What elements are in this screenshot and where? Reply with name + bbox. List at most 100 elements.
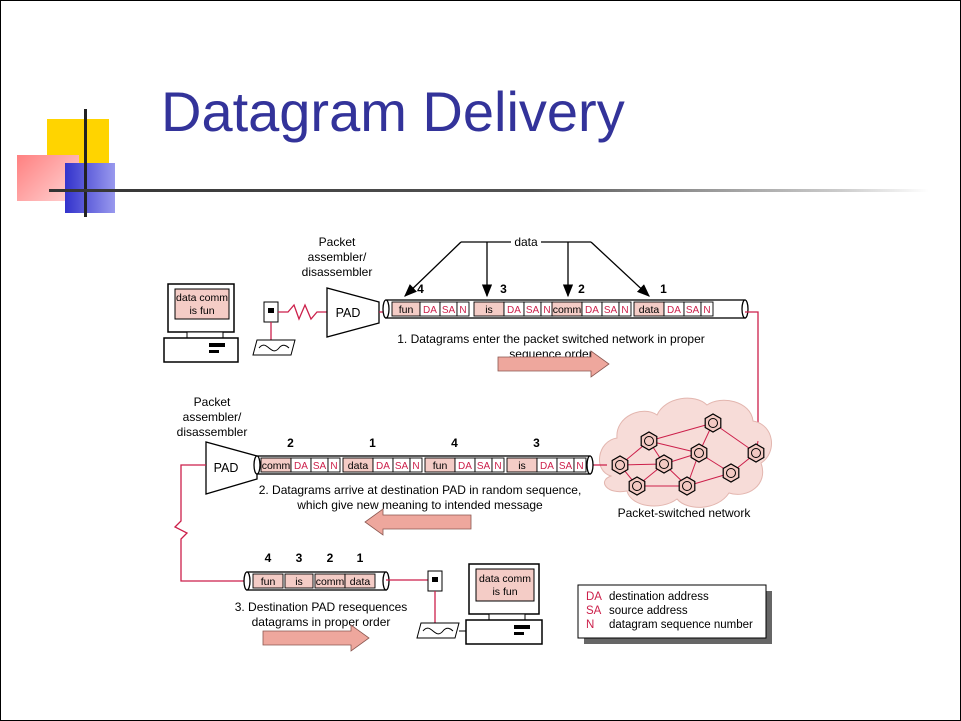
packet-field-da: DA: [423, 305, 437, 316]
packet-field-cell: [573, 457, 587, 473]
destination-computer-icon: [465, 563, 543, 645]
source-terminal-line-1: data comm: [176, 292, 228, 304]
packet-data-cell: [284, 573, 314, 589]
pipe-end-left: [243, 571, 251, 591]
data-label: data: [514, 235, 538, 249]
packet-data-cell: [344, 573, 376, 589]
pad-caption-top-2: assembler/: [308, 250, 367, 264]
packet-word: comm: [553, 304, 582, 316]
network-node-icon: [690, 443, 708, 463]
destination-modem-icon: [416, 570, 460, 639]
network-node-icon: [722, 463, 740, 483]
packet-sequence-number: 2: [327, 551, 334, 565]
packet-field-n: N: [459, 305, 466, 316]
row2-caption-line-2: which give new meaning to intended messa…: [296, 498, 543, 512]
packet-word: comm: [262, 460, 291, 472]
network-node-ring: [694, 448, 704, 458]
packet-field-sa: SA: [442, 305, 456, 316]
data-arrows: [404, 241, 650, 298]
packet-word: fun: [399, 304, 414, 316]
row3-caption-line-1: 3. Destination PAD resequences: [235, 600, 408, 614]
packet-word: fun: [433, 460, 448, 472]
destination-terminal-line-1: data comm: [479, 573, 531, 585]
network-node-ring: [726, 468, 736, 478]
packet-word: data: [639, 304, 660, 316]
pad-caption-mid-1: Packet: [194, 395, 231, 409]
network-node-icon: [611, 455, 629, 475]
row1-direction-arrow: [497, 350, 610, 378]
packet-field-cell: [409, 457, 423, 473]
row2-direction-arrow: [364, 508, 472, 536]
packet-field-cell: [618, 301, 632, 317]
packet-field-da: DA: [585, 305, 599, 316]
network-node-icon: [747, 443, 765, 463]
packet-sequence-number: 1: [357, 551, 364, 565]
network-node-icon: [704, 413, 722, 433]
source-pad-icon: [326, 287, 380, 338]
network-label: Packet-switched network: [618, 506, 752, 520]
legend-abbr: N: [586, 619, 594, 631]
network-node-ring: [632, 481, 642, 491]
pad-caption-top-1: Packet: [319, 235, 356, 249]
packet-sequence-number: 3: [500, 282, 507, 296]
packet-field-da: DA: [540, 461, 554, 472]
packet-sequence-number: 1: [369, 436, 376, 450]
packet-field-da: DA: [376, 461, 390, 472]
network-node-ring: [644, 436, 654, 446]
packet-word: is: [295, 576, 303, 588]
legend-desc: datagram sequence number: [609, 619, 753, 631]
packet-switched-network: [599, 397, 772, 508]
legend-abbr: DA: [586, 591, 602, 603]
destination-terminal-line-2: is fun: [492, 586, 517, 598]
packet-field-da: DA: [507, 305, 521, 316]
pipe-end-left: [253, 455, 261, 475]
network-node-icon: [655, 454, 673, 474]
network-node-ring: [751, 448, 761, 458]
pipe-end-right: [382, 571, 390, 591]
legend-desc: source address: [609, 605, 688, 617]
row3-direction-arrow: [262, 624, 370, 652]
packet-word: fun: [261, 576, 276, 588]
deco-vertical-line: [84, 109, 87, 217]
source-terminal-line-2: is fun: [189, 305, 214, 317]
source-pad-label: PAD: [336, 306, 361, 320]
packet-field-cell: [491, 457, 505, 473]
packet-field-da: DA: [667, 305, 681, 316]
packet-field-sa: SA: [313, 461, 327, 472]
deco-horizontal-line: [49, 189, 929, 192]
pipe-end-left: [382, 299, 390, 319]
source-line: [278, 303, 329, 321]
packet-field-sa: SA: [559, 461, 573, 472]
packet-field-sa: SA: [526, 305, 540, 316]
packet-field-cell: [700, 301, 714, 317]
legend-abbr: SA: [586, 605, 602, 617]
destination-pad-label: PAD: [214, 461, 239, 475]
network-node-ring: [659, 459, 669, 469]
legend-desc: destination address: [609, 591, 709, 603]
packet-field-n: N: [330, 461, 337, 472]
packet-sequence-number: 4: [451, 436, 458, 450]
packet-field-sa: SA: [686, 305, 700, 316]
packet-field-n: N: [543, 305, 550, 316]
row1-caption-line-1: 1. Datagrams enter the packet switched n…: [397, 332, 705, 346]
packet-field-n: N: [494, 461, 501, 472]
packet-field-n: N: [703, 305, 710, 316]
packet-word: data: [348, 460, 369, 472]
source-computer-icon: [163, 283, 239, 363]
pipe-end-right: [586, 455, 594, 475]
packet-sequence-number: 3: [296, 551, 303, 565]
pad-caption-mid-3: disassembler: [177, 425, 248, 439]
packet-field-da: DA: [458, 461, 472, 472]
packet-sequence-number: 4: [265, 551, 272, 565]
packet-field-cell: [456, 301, 470, 317]
deco-blue-square: [65, 163, 115, 213]
packet-field-cell: [327, 457, 341, 473]
packet-field-n: N: [412, 461, 419, 472]
network-node-icon: [640, 431, 658, 451]
pad-caption-top-3: disassembler: [302, 265, 373, 279]
pipe-to-network-line: [745, 311, 759, 441]
